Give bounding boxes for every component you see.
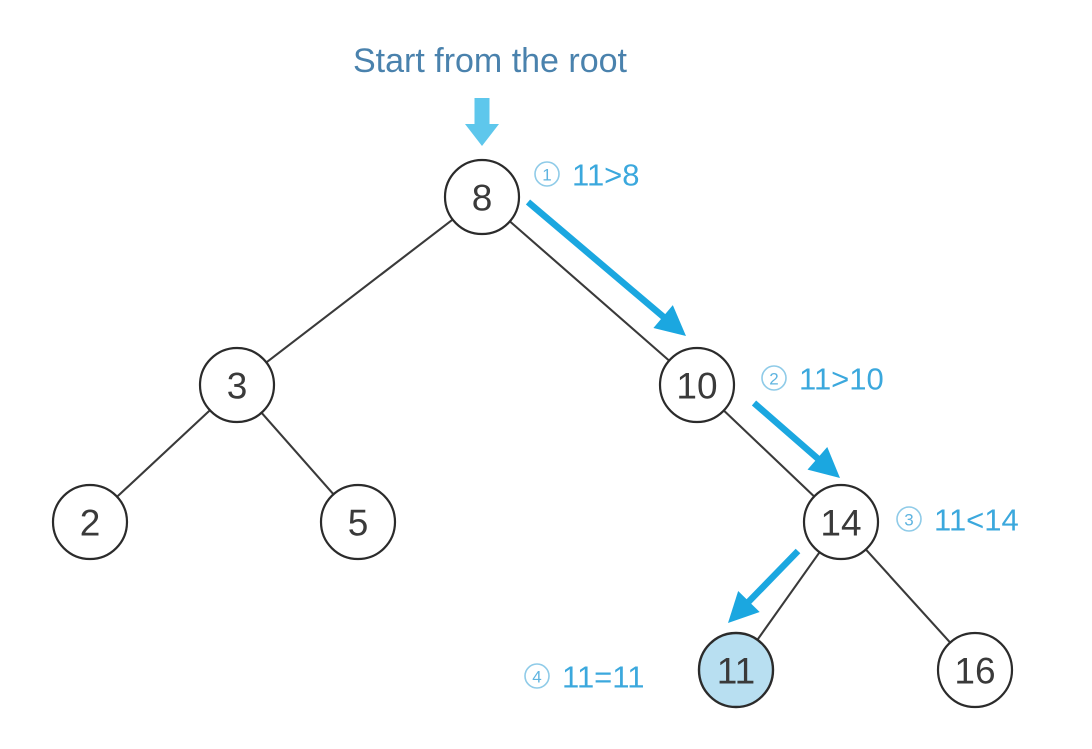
arrow-8-to-10 bbox=[525, 199, 686, 336]
tree-node-circle bbox=[198, 346, 276, 424]
tree-edge-3-5 bbox=[260, 411, 335, 496]
tree-node-circle bbox=[802, 483, 880, 561]
search-path-arrows-group bbox=[525, 199, 840, 623]
tree-edge-8-3 bbox=[265, 218, 454, 364]
step-4-badge-number: 4 bbox=[532, 668, 541, 687]
tree-node-circle-highlighted bbox=[697, 631, 775, 709]
tree-node-value: 11 bbox=[717, 651, 755, 692]
tree-edge-8-10 bbox=[508, 220, 671, 362]
step-1-badge-number: 1 bbox=[542, 166, 551, 185]
tree-node-value: 5 bbox=[348, 503, 369, 544]
step-3-badge-number: 3 bbox=[904, 511, 913, 530]
tree-node-value: 8 bbox=[472, 178, 493, 219]
step-1-text: 11>8 bbox=[572, 158, 640, 193]
tree-node-3[interactable]: 3 bbox=[198, 346, 276, 424]
step-3-text: 11<14 bbox=[934, 503, 1019, 538]
start-down-arrow bbox=[465, 98, 499, 146]
tree-edge-14-11 bbox=[756, 551, 821, 641]
tree-node-value: 16 bbox=[954, 651, 995, 692]
tree-node-5[interactable]: 5 bbox=[319, 483, 397, 561]
step-4-badge-circle bbox=[524, 663, 550, 689]
tree-node-value: 2 bbox=[80, 503, 101, 544]
step-2-badge-circle bbox=[761, 365, 787, 391]
tree-node-value: 3 bbox=[227, 366, 248, 407]
arrow-14-to-11 bbox=[728, 548, 801, 623]
tree-node-circle bbox=[658, 346, 736, 424]
tree-node-value: 10 bbox=[676, 366, 717, 407]
step-2-label: 2 11>10 bbox=[761, 362, 884, 397]
tree-node-11[interactable]: 11 bbox=[697, 631, 775, 709]
step-4-label: 4 11=11 bbox=[524, 660, 644, 695]
tree-edge-3-2 bbox=[116, 409, 211, 498]
step-4-text: 11=11 bbox=[562, 660, 644, 695]
step-2-text: 11>10 bbox=[799, 362, 884, 397]
arrow-14-to-11-head bbox=[728, 591, 760, 623]
tree-node-circle bbox=[443, 158, 521, 236]
tree-node-8[interactable]: 8 bbox=[443, 158, 521, 236]
tree-node-14[interactable]: 14 bbox=[802, 483, 880, 561]
page-title: Start from the root bbox=[353, 42, 628, 80]
tree-edges-group bbox=[116, 218, 952, 644]
tree-node-16[interactable]: 16 bbox=[936, 631, 1014, 709]
step-3-badge-circle bbox=[896, 506, 922, 532]
tree-node-10[interactable]: 10 bbox=[658, 346, 736, 424]
start-down-arrow-shape bbox=[465, 98, 499, 146]
arrow-8-to-10-head bbox=[653, 305, 686, 336]
step-1-badge-circle bbox=[534, 161, 560, 187]
step-labels-group: 1 11>8 2 11>10 3 11<14 4 11=11 bbox=[524, 158, 1019, 695]
tree-edge-10-14 bbox=[722, 409, 816, 498]
tree-node-2[interactable]: 2 bbox=[51, 483, 129, 561]
arrow-10-to-14-head bbox=[807, 446, 840, 478]
step-2-badge-number: 2 bbox=[769, 370, 778, 389]
tree-node-circle bbox=[51, 483, 129, 561]
step-3-label: 3 11<14 bbox=[896, 503, 1019, 538]
tree-node-circle bbox=[319, 483, 397, 561]
arrow-14-to-11-shaft bbox=[742, 548, 801, 609]
tree-node-circle bbox=[936, 631, 1014, 709]
arrow-10-to-14-shaft bbox=[751, 400, 825, 465]
tree-node-value: 14 bbox=[820, 503, 861, 544]
step-1-label: 1 11>8 bbox=[534, 158, 640, 193]
arrow-10-to-14 bbox=[751, 400, 840, 478]
arrow-8-to-10-shaft bbox=[525, 199, 670, 323]
tree-edge-14-16 bbox=[864, 548, 952, 644]
